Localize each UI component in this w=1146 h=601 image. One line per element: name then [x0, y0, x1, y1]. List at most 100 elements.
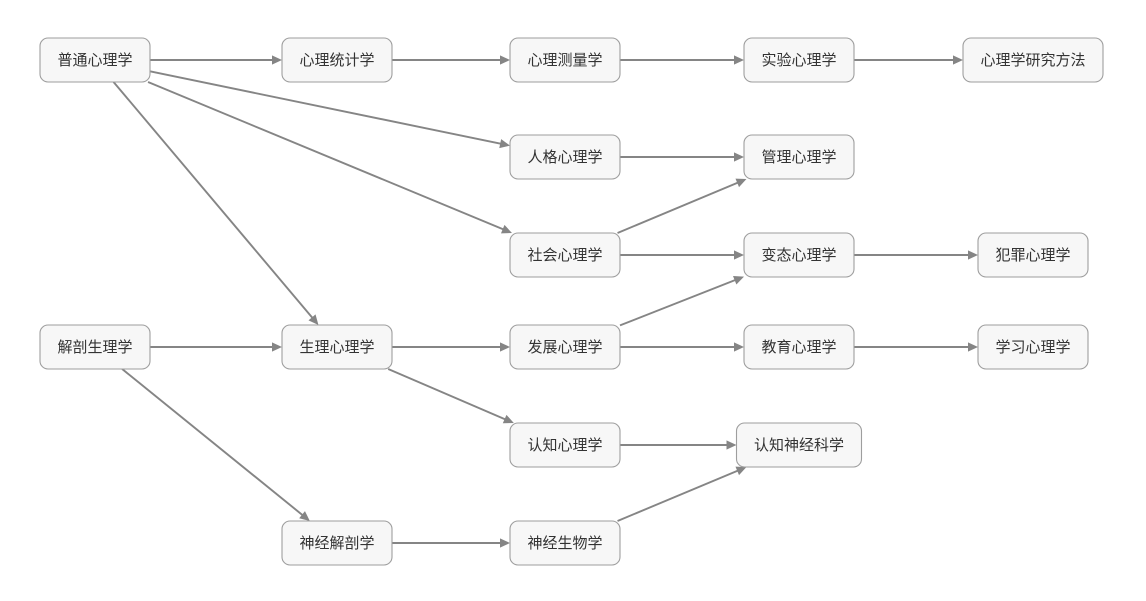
edge-n10-to-n17 [121, 368, 310, 521]
edge-n15-to-n16 [620, 440, 737, 450]
node-label: 认知心理学 [527, 437, 602, 454]
node-label: 实验心理学 [761, 52, 836, 69]
node-box[interactable] [735, 422, 863, 468]
edge-line [387, 368, 506, 421]
arrowhead-icon [735, 178, 747, 188]
edge-n12-to-n13 [620, 342, 744, 352]
edge-n0-to-n1 [150, 55, 282, 65]
arrowhead-icon [500, 224, 512, 234]
edges-layer [112, 55, 978, 548]
node-label: 认知神经科学 [754, 437, 844, 454]
node-n5[interactable]: 人格心理学 [509, 134, 621, 180]
node-label: 神经解剖学 [299, 535, 374, 552]
node-n8[interactable]: 变态心理学 [743, 232, 855, 278]
edge-line [121, 368, 304, 517]
node-n16[interactable]: 认知神经科学 [735, 422, 863, 468]
arrowhead-icon [299, 511, 310, 521]
node-box[interactable] [509, 520, 621, 566]
node-n2[interactable]: 心理测量学 [509, 37, 621, 83]
node-n0[interactable]: 普通心理学 [39, 37, 151, 83]
edge-n13-to-n14 [854, 342, 978, 352]
node-label: 心理学研究方法 [980, 52, 1085, 69]
node-n10[interactable]: 解剖生理学 [39, 324, 151, 370]
node-n14[interactable]: 学习心理学 [977, 324, 1089, 370]
node-box[interactable] [39, 324, 151, 370]
node-box[interactable] [281, 37, 393, 83]
node-label: 变态心理学 [761, 247, 836, 264]
node-n7[interactable]: 社会心理学 [509, 232, 621, 278]
arrowhead-icon [733, 276, 744, 285]
edge-n11-to-n12 [392, 342, 510, 352]
node-n17[interactable]: 神经解剖学 [281, 520, 393, 566]
node-n11[interactable]: 生理心理学 [281, 324, 393, 370]
node-box[interactable] [743, 232, 855, 278]
node-label: 生理心理学 [299, 339, 374, 356]
node-label: 发展心理学 [527, 339, 602, 356]
node-n4[interactable]: 心理学研究方法 [962, 37, 1104, 83]
node-box[interactable] [39, 37, 151, 83]
node-label: 犯罪心理学 [995, 247, 1070, 264]
node-label: 神经生物学 [527, 535, 602, 552]
edge-n2-to-n3 [620, 55, 744, 65]
node-label: 普通心理学 [57, 52, 132, 69]
node-label: 社会心理学 [527, 247, 602, 264]
node-box[interactable] [743, 37, 855, 83]
node-n13[interactable]: 教育心理学 [743, 324, 855, 370]
arrowhead-icon [272, 342, 282, 352]
node-n3[interactable]: 实验心理学 [743, 37, 855, 83]
node-box[interactable] [509, 232, 621, 278]
node-n9[interactable]: 犯罪心理学 [977, 232, 1089, 278]
node-box[interactable] [509, 37, 621, 83]
node-box[interactable] [977, 232, 1089, 278]
arrowhead-icon [500, 538, 510, 548]
edge-n11-to-n15 [387, 368, 514, 424]
node-n12[interactable]: 发展心理学 [509, 324, 621, 370]
arrowhead-icon [726, 440, 737, 450]
node-label: 心理统计学 [299, 52, 374, 69]
node-box[interactable] [281, 520, 393, 566]
arrowhead-icon [499, 139, 510, 149]
arrowhead-icon [734, 55, 744, 65]
edge-n5-to-n6 [620, 152, 744, 162]
edge-n0-to-n7 [147, 81, 512, 234]
arrowhead-icon [953, 55, 963, 65]
node-n18[interactable]: 神经生物学 [509, 520, 621, 566]
edge-n8-to-n9 [854, 250, 978, 260]
edge-n3-to-n4 [854, 55, 963, 65]
edge-line [617, 469, 739, 522]
arrowhead-icon [734, 152, 744, 162]
node-box[interactable] [977, 324, 1089, 370]
edge-line [112, 81, 314, 319]
arrowhead-icon [968, 342, 978, 352]
node-box[interactable] [962, 37, 1104, 83]
edge-line [147, 81, 505, 231]
edge-n18-to-n16 [617, 466, 747, 522]
edge-line [619, 279, 736, 327]
node-label: 心理测量学 [527, 52, 602, 69]
node-label: 学习心理学 [995, 339, 1070, 356]
node-label: 解剖生理学 [57, 339, 132, 356]
arrowhead-icon [968, 250, 978, 260]
node-label: 管理心理学 [761, 149, 836, 166]
node-box[interactable] [509, 422, 621, 468]
node-n15[interactable]: 认知心理学 [509, 422, 621, 468]
edge-n17-to-n18 [392, 538, 510, 548]
arrowhead-icon [500, 342, 510, 352]
node-box[interactable] [509, 134, 621, 180]
arrowhead-icon [734, 250, 744, 260]
node-n1[interactable]: 心理统计学 [281, 37, 393, 83]
edge-n7-to-n6 [617, 178, 747, 234]
edge-line [617, 181, 739, 234]
arrowhead-icon [502, 414, 514, 424]
node-box[interactable] [509, 324, 621, 370]
edge-n0-to-n11 [112, 81, 319, 325]
edge-n0-to-n5 [149, 70, 510, 149]
node-box[interactable] [743, 134, 855, 180]
node-box[interactable] [743, 324, 855, 370]
node-box[interactable] [281, 324, 393, 370]
node-n6[interactable]: 管理心理学 [743, 134, 855, 180]
arrowhead-icon [735, 466, 747, 476]
